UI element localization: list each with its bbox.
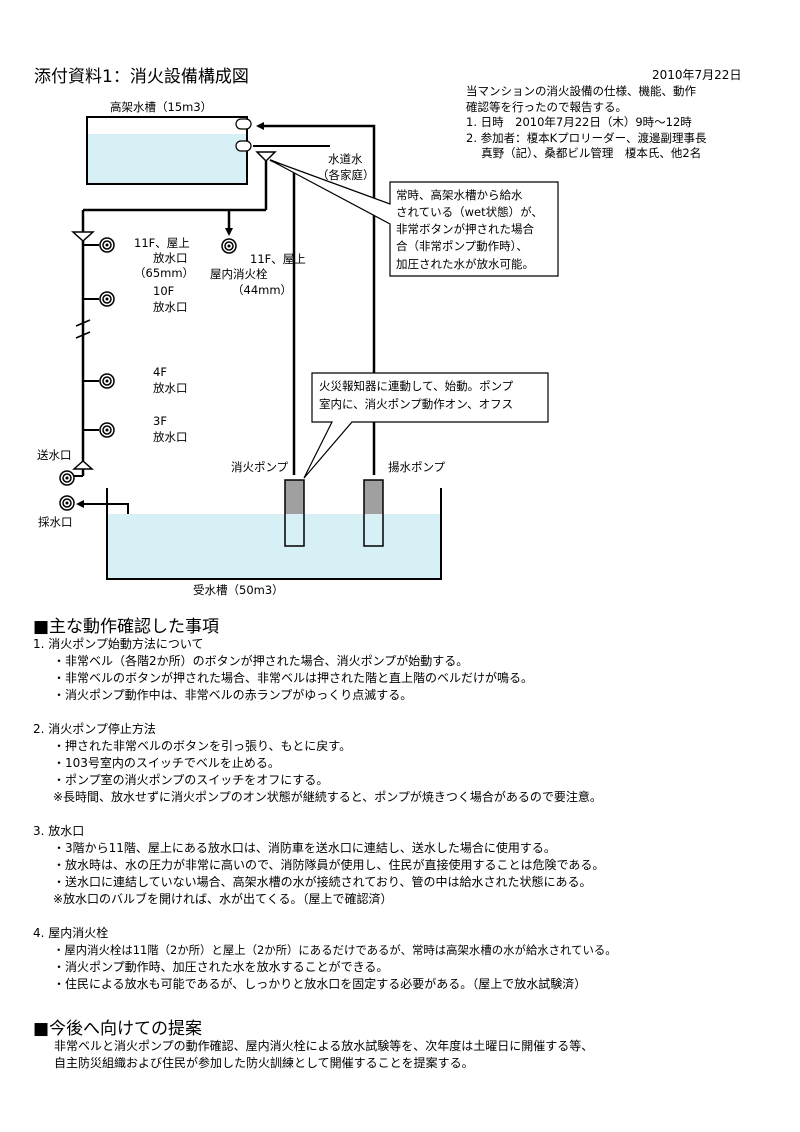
- lift-pump: [364, 480, 383, 514]
- proposal-line: 非常ベルと消火ポンプの動作確認、屋内消火栓による放水試験等を、次年度は土曜日に開…: [54, 1039, 594, 1053]
- section-checks-body: 1. 消火ポンプ始動方法について ・非常ベル（各階2か所）のボタンが押された場合…: [33, 636, 617, 993]
- callout1-text: 常時、高架水槽から給水: [396, 188, 523, 202]
- tap-water-label: 水道水: [328, 152, 363, 166]
- proposal-line: 自主防災組織および住民が参加した防火訓練として開催することを提案する。: [54, 1056, 474, 1070]
- item-bullet: ・103号室内のスイッチでベルを止める。: [53, 756, 280, 770]
- outlet-3f-label: 3F: [153, 414, 167, 428]
- outlet-11f-label: 放水口: [153, 251, 188, 265]
- lift-pump-label: 揚水ポンプ: [388, 460, 446, 474]
- callout-box: [303, 372, 549, 479]
- inlet-label: 送水口: [37, 448, 72, 462]
- lift-pump-pipe: [256, 122, 376, 475]
- outlet-10f-label: 放水口: [153, 300, 188, 314]
- break-mark: [75, 331, 91, 339]
- high-tank-label: 高架水槽（15m3）: [110, 100, 212, 114]
- item-bullet: ・ポンプ室の消火ポンプのスイッチをオフにする。: [53, 773, 329, 787]
- outlet-valve-icon: [99, 237, 115, 253]
- callout1-text: されている（wet状態）が、: [396, 205, 543, 219]
- item-bullet: ・押された非常ベルのボタンを引っ張り、もとに戻す。: [53, 739, 352, 753]
- item-bullet: ・3階から11階、屋上にある放水口は、消防車を送水口に連結し、送水した場合に使用…: [53, 841, 556, 855]
- outlet-11f-label: （65mm）: [134, 266, 194, 280]
- document-date: 2010年7月22日: [652, 68, 742, 82]
- intro-line: 当マンションの消火設備の仕様、機能、動作: [466, 84, 696, 98]
- outlet-10f-label: 10F: [153, 284, 174, 298]
- section-heading-proposal: ■今後へ向けての提案: [33, 1019, 203, 1039]
- hydrant-valve-icon: [221, 238, 237, 254]
- intro-line: 1. 日時 2010年7月22日（木）9時～12時: [466, 115, 692, 130]
- outlet-3f-label: 放水口: [153, 430, 188, 444]
- outlet-valve-icon: [99, 422, 115, 438]
- high-tank-water: [87, 134, 247, 184]
- item-bullet: ・消火ポンプ動作時、加圧された水を放水することができる。: [53, 960, 389, 974]
- outlet-4f-label: 放水口: [153, 381, 188, 395]
- item-bullet: ・住民による放水も可能であるが、しっかりと放水口を固定する必要がある。（屋上で放…: [53, 977, 587, 991]
- outlet-valve-icon: [99, 373, 115, 389]
- callout1-text: 非常ボタンが押された場合: [396, 222, 534, 236]
- intake-label: 採水口: [38, 515, 73, 529]
- float-valve-icon: [235, 118, 252, 130]
- outlet-4f-label: 4F: [153, 365, 167, 379]
- intro-line: 真野（記）、桑都ビル管理 榎本氏、他2名: [466, 146, 702, 161]
- item-title: 1. 消火ポンプ始動方法について: [33, 637, 204, 651]
- receiving-tank-label: 受水槽（50m3）: [193, 583, 284, 597]
- callout2-text: 室内に、消火ポンプ動作オン、オフス: [319, 397, 513, 411]
- item-bullet: ・非常ベル（各階2か所）のボタンが押された場合、消火ポンプが始動する。: [53, 654, 469, 668]
- intro-line: 2. 参加者：榎本Kプロリーダー、渡邊副理事長: [466, 130, 707, 145]
- callout1-text: 合（非常ポンプ動作時）、: [396, 239, 528, 253]
- item-bullet: ・非常ベルのボタンが押された場合、非常ベルは押された階と直上階のベルだけが鳴る。: [53, 671, 534, 685]
- check-valve-icon: [72, 459, 94, 470]
- hydrant-11f-label: 屋内消火栓: [210, 267, 268, 281]
- item-title: 4. 屋内消火栓: [33, 926, 109, 940]
- callout-box: [269, 159, 559, 277]
- hydrant-11f-label: 11F、屋上: [250, 252, 306, 266]
- tap-water-label: （各家庭）: [317, 168, 375, 182]
- intro-text: 当マンションの消火設備の仕様、機能、動作 確認等を行ったので報告する。 1. 日…: [466, 84, 707, 162]
- callout1-text: 加圧された水が放水可能。: [396, 257, 534, 271]
- check-valve-icon: [255, 151, 277, 163]
- item-bullet: ・消火ポンプ動作中は、非常ベルの赤ランプがゆっくり点滅する。: [53, 688, 413, 702]
- break-mark: [75, 319, 91, 327]
- hydrant-11f-label: （44mm）: [232, 283, 292, 297]
- lift-pump-body: [363, 479, 384, 547]
- outlet-11f-label: 11F、屋上: [134, 236, 190, 250]
- float-valve-icon: [235, 140, 252, 152]
- item-bullet: ※放水口のバルブを開ければ、水が出てくる。（屋上で確認済）: [53, 892, 393, 906]
- document-title: 添付資料1：消火設備構成図: [34, 67, 249, 87]
- inlet-valve-icon: [59, 470, 75, 486]
- item-bullet: ※長時間、放水せずに消火ポンプのオン状態が継続すると、ポンプが焼きつく場合がある…: [53, 790, 602, 804]
- item-bullet: ・送水口に連結していない場合、高架水槽の水が接続されており、管の中は給水された状…: [53, 875, 592, 889]
- item-title: 2. 消火ポンプ停止方法: [33, 722, 156, 736]
- check-valve-icon: [71, 231, 95, 243]
- intro-line: 確認等を行ったので報告する。: [466, 99, 627, 114]
- receiving-tank-water: [107, 514, 441, 579]
- item-title: 3. 放水口: [33, 824, 85, 838]
- callout2-text: 火災報知器に連動して、始動。ポンプ: [319, 379, 514, 393]
- section-heading-checks: ■主な動作確認した事項: [33, 617, 220, 637]
- receiving-tank: [106, 488, 442, 580]
- item-bullet: ・放水時は、水の圧力が非常に高いので、消防隊員が使用し、住民が直接使用することは…: [53, 858, 605, 872]
- item-bullet: ・屋内消火栓は11階（2か所）と屋上（2か所）にあるだけであるが、常時は高架水槽…: [53, 943, 617, 957]
- proposal-body: 非常ベルと消火ポンプの動作確認、屋内消火栓による放水試験等を、次年度は土曜日に開…: [54, 1038, 593, 1072]
- outlet-valve-icon: [99, 291, 115, 307]
- fire-pump: [285, 480, 304, 514]
- fire-equipment-diagram: 高架水槽（15m3） 水道水 （各家庭） 11F、屋上 放水口 （65mm） 1…: [37, 100, 559, 597]
- fire-pump-label: 消火ポンプ: [231, 460, 289, 474]
- intake-valve-icon: [59, 495, 75, 511]
- fire-pump-body: [284, 479, 305, 547]
